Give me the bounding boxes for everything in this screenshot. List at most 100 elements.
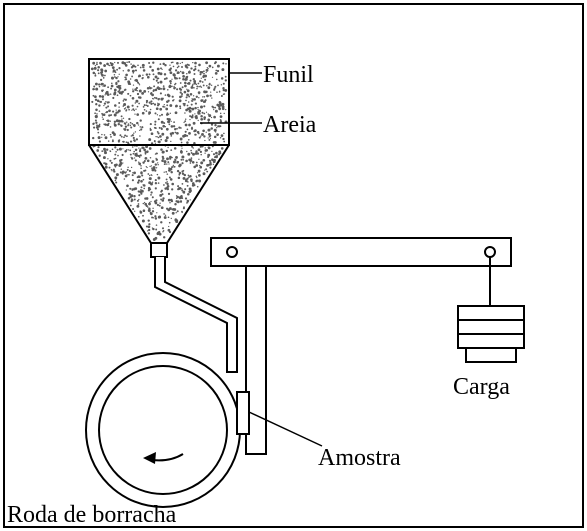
sand-grain (108, 64, 110, 66)
sand-grain (94, 98, 98, 102)
sand-grain (199, 71, 202, 74)
sand-grain (147, 209, 151, 212)
sand-grain (198, 158, 200, 161)
pivot-left (226, 246, 238, 258)
sand-grain (94, 112, 96, 115)
sand-grain (203, 72, 205, 75)
sand-grain (113, 73, 116, 76)
sand-grain (205, 111, 208, 113)
sand-grain (109, 159, 112, 162)
sand-grain (96, 99, 100, 103)
sand-grain (208, 159, 212, 162)
sand-grain (111, 148, 114, 151)
sand-fill (90, 60, 228, 241)
sand-grain (94, 82, 98, 86)
sand-grain (197, 132, 200, 135)
sand-grain (195, 95, 198, 98)
sand-grain (170, 170, 173, 174)
sand-grain (199, 165, 203, 169)
sand-grain (122, 105, 125, 107)
sand-grain (156, 212, 158, 214)
sand-grain (190, 149, 192, 152)
sand-grain (172, 73, 176, 77)
sand-grain (212, 106, 215, 109)
sand-grain (167, 94, 171, 98)
sand-grain (206, 170, 209, 173)
sand-grain (163, 122, 166, 125)
sand-grain (135, 69, 138, 72)
sand-grain (175, 212, 177, 214)
sand-grain (162, 236, 166, 239)
sand-grain (203, 105, 206, 108)
sand-grain (155, 228, 158, 231)
sand-grain (154, 163, 157, 166)
sand-grain (154, 120, 157, 123)
sand-grain (154, 215, 157, 218)
sand-grain (174, 76, 177, 80)
sand-grain (164, 63, 167, 67)
sand-grain (197, 119, 199, 122)
sand-grain (132, 152, 135, 155)
sand-grain (192, 95, 195, 97)
sand-grain (191, 182, 195, 185)
sand-grain (194, 106, 197, 110)
sand-grain (219, 120, 223, 123)
sand-grain (181, 210, 183, 213)
sand-grain (100, 68, 104, 72)
sand-grain (143, 90, 147, 93)
sand-grain (119, 171, 122, 174)
sand-grain (191, 184, 194, 187)
sand-grain (140, 167, 142, 170)
sand-grain (133, 157, 136, 159)
sand-grain (192, 83, 194, 86)
sand-grain (193, 130, 196, 133)
sand-grain (160, 138, 163, 141)
sand-grain (221, 107, 225, 111)
sand-grain (190, 151, 193, 154)
sand-grain (152, 89, 155, 93)
sand-grain (182, 75, 185, 78)
sand-grain (205, 149, 209, 152)
sand-grain (167, 208, 171, 212)
sand-grain (183, 90, 187, 94)
sand-grain (211, 97, 213, 99)
sand-grain (109, 93, 112, 95)
sand-grain (103, 102, 107, 105)
sand-grain (216, 133, 219, 136)
sand-grain (115, 82, 118, 86)
sand-grain (183, 173, 187, 177)
sand-grain (193, 82, 197, 85)
sand-grain (161, 159, 164, 163)
sand-grain (118, 147, 122, 151)
sand-grain (190, 100, 193, 102)
sand-grain (168, 176, 171, 179)
sand-grain (204, 78, 207, 81)
sand-grain (127, 69, 130, 72)
sand-grain (168, 68, 172, 72)
sand-grain (143, 169, 146, 172)
sand-grain (113, 113, 117, 117)
sand-grain (190, 86, 194, 89)
leader-amostra (248, 411, 323, 447)
feed-tube (154, 257, 238, 373)
sand-grain (137, 215, 140, 218)
sand-grain (157, 102, 159, 104)
load-weights (457, 305, 525, 363)
sand-grain (169, 155, 172, 159)
sand-grain (199, 80, 202, 83)
sand-grain (151, 167, 153, 169)
sand-grain (157, 87, 161, 91)
sand-grain (185, 96, 188, 99)
sand-grain (119, 159, 122, 162)
sand-grain (198, 63, 201, 67)
sand-grain (122, 100, 125, 102)
sand-grain (151, 160, 155, 164)
sand-grain (163, 171, 165, 173)
sand-grain (203, 135, 206, 138)
sand-grain (179, 91, 182, 94)
sand-grain (214, 123, 217, 127)
sand-grain (188, 187, 192, 191)
sand-grain (133, 150, 135, 153)
sand-grain (190, 103, 193, 106)
